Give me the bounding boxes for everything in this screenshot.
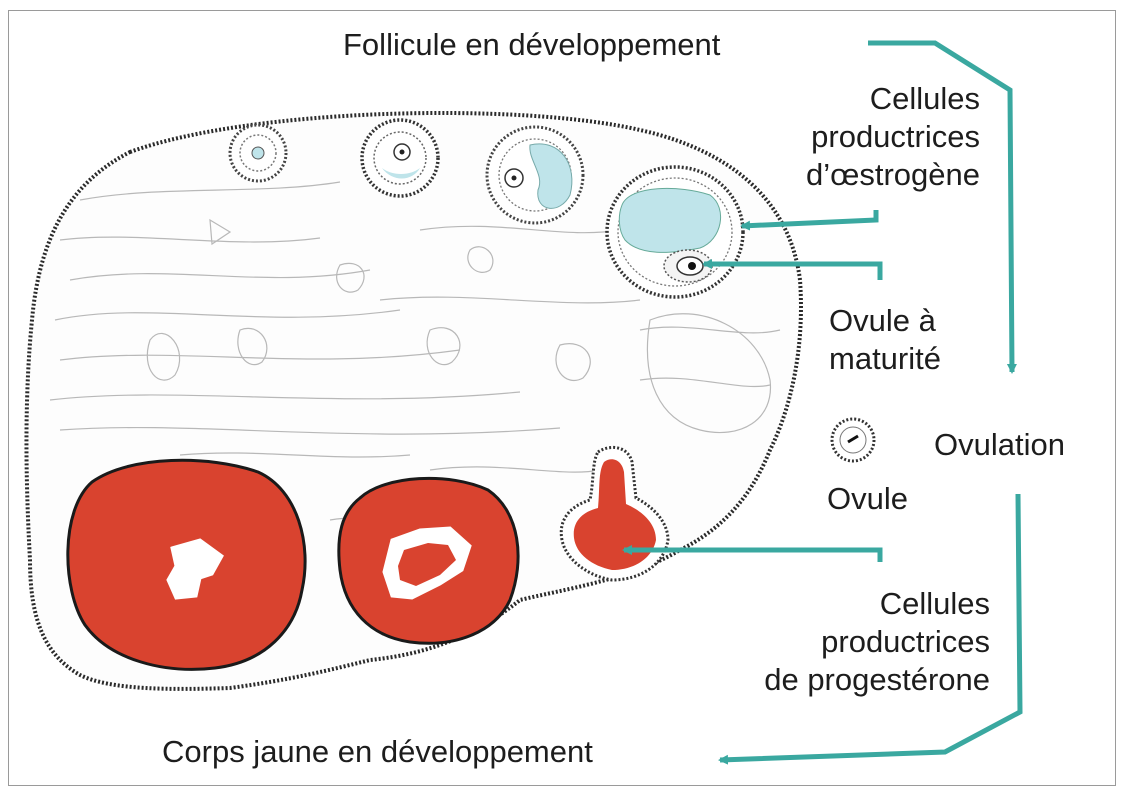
- label-estrogen-cells-line-2: productrices: [770, 118, 980, 156]
- released-ovum: [832, 419, 874, 461]
- label-progesterone-cells-line-3: de progestérone: [700, 661, 990, 699]
- label-estrogen-cells-line-3: d’œstrogène: [770, 156, 980, 194]
- label-progesterone-cells-line-2: productrices: [700, 623, 990, 661]
- corpus-luteum-1: [68, 460, 305, 669]
- label-mature-ovum-line-1: Ovule à: [829, 302, 941, 340]
- mature-follicle: [607, 167, 743, 297]
- label-ovum: Ovule: [827, 480, 908, 518]
- label-corpus-luteum: Corps jaune en développement: [162, 733, 593, 771]
- label-developing-follicle: Follicule en développement: [343, 26, 720, 64]
- primary-follicle-2: [362, 120, 438, 196]
- label-estrogen-cells-line-1: Cellules: [770, 80, 980, 118]
- primordial-follicle-1: [230, 125, 286, 181]
- label-progesterone-cells-line-1: Cellules: [700, 585, 990, 623]
- label-progesterone-cells: Cellules productrices de progestérone: [700, 585, 990, 699]
- label-ovulation: Ovulation: [934, 426, 1065, 464]
- label-mature-ovum-line-2: maturité: [829, 340, 941, 378]
- label-mature-ovum: Ovule à maturité: [829, 302, 941, 378]
- secondary-follicle-3: [487, 127, 583, 223]
- label-estrogen-cells: Cellules productrices d’œstrogène: [770, 80, 980, 194]
- corpus-luteum-2: [339, 478, 518, 643]
